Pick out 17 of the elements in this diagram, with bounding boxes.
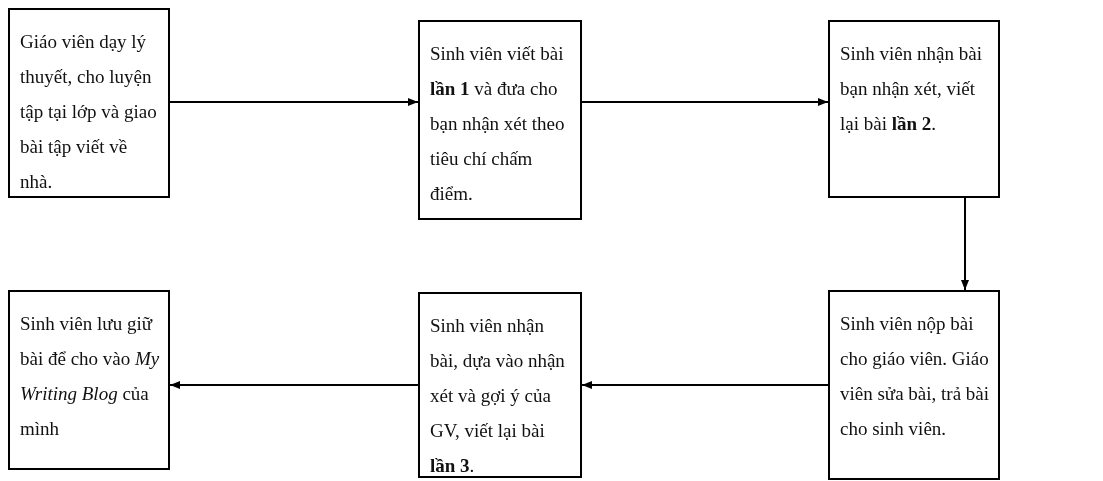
arrow: [169, 381, 419, 389]
step-text: Giáo viên dạy lý thuyết, cho luyện tập tại lớp và giao bài tập viết về nhà.: [20, 30, 158, 194]
process-box: [828, 290, 1000, 480]
process-box: [828, 20, 1000, 198]
process-box: [8, 290, 170, 470]
arrow: [169, 98, 419, 106]
step-text: Sinh viên viết bài lần 1 và đưa cho bạn nhận xét theo tiêu chí chấm điểm.: [430, 42, 566, 206]
arrow: [961, 197, 969, 291]
arrow: [581, 98, 829, 106]
step-text: Sinh viên lưu giữ bài để cho vào My Writing Blog của mình: [20, 312, 161, 441]
arrow: [581, 381, 829, 389]
process-box: [418, 20, 582, 220]
process-box: [418, 292, 582, 478]
step-text: Sinh viên nộp bài cho giáo viên. Giáo viên sửa bài, trả bài cho sinh viên.: [840, 312, 991, 441]
process-box: [8, 8, 170, 198]
step-text: Sinh viên nhận bài bạn nhận xét, viết lại bài lần 2.: [840, 42, 983, 136]
step-text: Sinh viên nhận bài, dựa vào nhận xét và gợi ý của GV, viết lại bài lần 3.: [430, 314, 566, 478]
